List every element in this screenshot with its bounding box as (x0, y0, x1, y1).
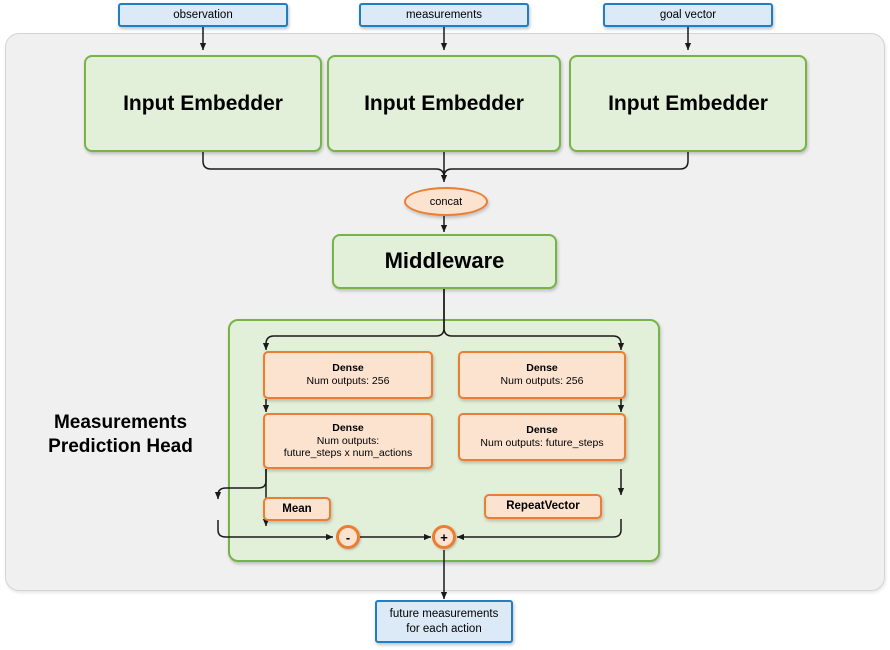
input-embedder-measurements-label: Input Embedder (364, 91, 524, 115)
add-operator-symbol: + (440, 529, 448, 545)
output-box-line-2: for each action (406, 622, 482, 635)
input-embedder-goal-vector-label: Input Embedder (608, 91, 768, 115)
concat-label: concat (429, 195, 463, 208)
right-dense-256[interactable]: Dense Num outputs: 256 (458, 351, 626, 399)
mean-node[interactable]: Mean (263, 497, 331, 521)
left-dense-future-steps-num-actions[interactable]: Dense Num outputs: future_steps x num_ac… (263, 413, 433, 469)
middleware-node[interactable]: Middleware (332, 234, 557, 289)
concat-node[interactable]: concat (404, 187, 488, 216)
right-dense-256-outputs: Num outputs: 256 (500, 375, 584, 387)
mean-label: Mean (282, 502, 312, 515)
left-dense-256-title: Dense (332, 362, 364, 375)
add-operator[interactable]: + (432, 525, 456, 549)
right-dense-future-steps[interactable]: Dense Num outputs: future_steps (458, 413, 626, 461)
right-dense-256-title: Dense (526, 362, 558, 375)
input-box-goal-vector-label: goal vector (659, 8, 717, 21)
middleware-label: Middleware (384, 248, 505, 274)
head-label-line-2: Prediction Head (48, 435, 193, 457)
input-box-measurements-label: measurements (405, 8, 483, 21)
input-box-goal-vector[interactable]: goal vector (603, 3, 773, 27)
input-box-measurements[interactable]: measurements (359, 3, 529, 27)
left-dense-fs-na-title: Dense (332, 421, 364, 434)
input-box-observation[interactable]: observation (118, 3, 288, 27)
subtract-operator[interactable]: - (336, 525, 360, 549)
input-embedder-observation-label: Input Embedder (123, 91, 283, 115)
subtract-operator-symbol: - (345, 529, 351, 545)
measurements-prediction-head-label: Measurements Prediction Head (18, 411, 223, 459)
input-embedder-measurements[interactable]: Input Embedder (327, 55, 561, 152)
right-dense-fs-title: Dense (526, 424, 558, 437)
left-dense-fs-na-outputs-value: future_steps x num_actions (283, 447, 413, 460)
left-dense-256[interactable]: Dense Num outputs: 256 (263, 351, 433, 399)
right-dense-fs-outputs: Num outputs: future_steps (480, 437, 604, 449)
left-dense-fs-na-outputs-label: Num outputs: (316, 434, 380, 447)
input-embedder-goal-vector[interactable]: Input Embedder (569, 55, 807, 152)
repeat-vector-node[interactable]: RepeatVector (484, 494, 602, 519)
repeat-vector-label: RepeatVector (506, 500, 580, 513)
output-box-future-measurements[interactable]: future measurements for each action (375, 600, 513, 643)
input-embedder-observation[interactable]: Input Embedder (84, 55, 322, 152)
input-box-observation-label: observation (173, 8, 233, 21)
head-label-line-1: Measurements (53, 412, 188, 433)
left-dense-256-outputs: Num outputs: 256 (306, 375, 390, 387)
output-box-line-1: future measurements (389, 608, 499, 621)
